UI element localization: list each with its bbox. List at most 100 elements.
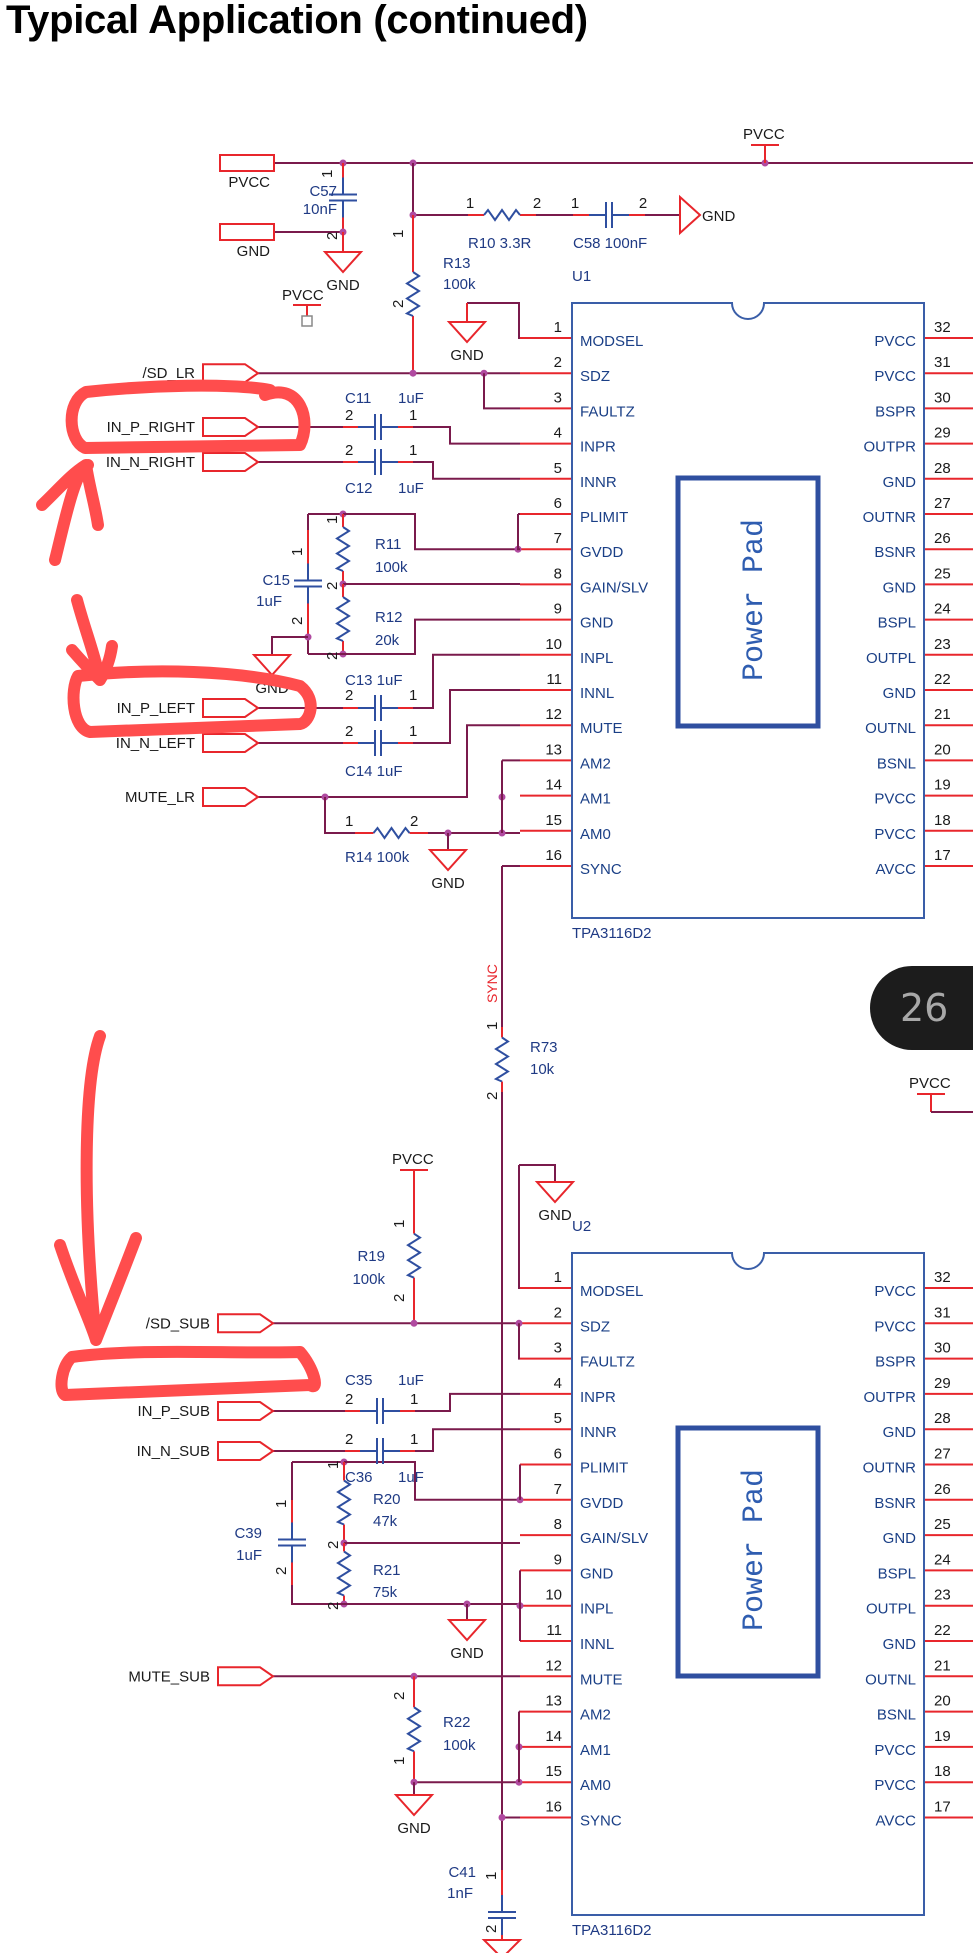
pin-number: 27 bbox=[934, 495, 951, 512]
pin-number: 6 bbox=[554, 1446, 562, 1463]
test-point-icon bbox=[301, 315, 313, 327]
net-port-label: /SD_SUB bbox=[146, 1315, 210, 1332]
pin-name-right: GND bbox=[883, 1424, 917, 1441]
r14-label: R14 100k bbox=[345, 849, 410, 866]
pin-name-left: SYNC bbox=[580, 1813, 622, 1830]
pin-number: 28 bbox=[934, 1410, 951, 1427]
pin-number: 22 bbox=[934, 1622, 951, 1639]
pin-number: 13 bbox=[545, 741, 562, 758]
pin-number: 29 bbox=[934, 425, 951, 442]
power-pad bbox=[675, 1425, 821, 1679]
pin-number: 4 bbox=[554, 425, 562, 442]
pin-number: 25 bbox=[934, 565, 951, 582]
pin-number: 3 bbox=[554, 1340, 562, 1357]
pin-name-left: AM2 bbox=[580, 755, 611, 772]
pin-number: 6 bbox=[554, 495, 562, 512]
pin-number: 18 bbox=[934, 812, 951, 829]
pvcc-label: PVCC bbox=[909, 1075, 951, 1092]
r19-resistor-icon bbox=[405, 1232, 422, 1279]
net-port-icon bbox=[217, 1666, 275, 1687]
pin-number: 3 bbox=[554, 389, 562, 406]
pin-name-left: INPR bbox=[580, 1389, 616, 1406]
pin-name-right: PVCC bbox=[874, 1318, 916, 1335]
pin-number: 2 bbox=[345, 442, 353, 459]
wire bbox=[344, 1461, 520, 1501]
c36-ref: C36 bbox=[345, 1469, 373, 1486]
c12-value: 1uF bbox=[398, 480, 424, 497]
pin-number: 18 bbox=[934, 1763, 951, 1780]
net-port-icon bbox=[202, 452, 260, 472]
c57-ref: C57 bbox=[309, 183, 337, 200]
r10-label: R10 3.3R bbox=[468, 235, 532, 252]
c15-value: 1uF bbox=[256, 593, 282, 610]
pin-number: 21 bbox=[934, 706, 951, 723]
gnd-label: GND bbox=[450, 1645, 484, 1662]
page-number-badge[interactable]: 26 bbox=[870, 966, 973, 1050]
pin-name-left: AM1 bbox=[580, 791, 611, 808]
pin-number: 1 bbox=[319, 170, 336, 178]
pin-number: 1 bbox=[409, 442, 417, 459]
pin-name-left: GND bbox=[580, 615, 614, 632]
net-port-icon bbox=[202, 698, 260, 718]
pin-number: 8 bbox=[554, 1516, 562, 1533]
r14-resistor-icon bbox=[372, 826, 411, 840]
pin-number: 8 bbox=[554, 565, 562, 582]
pin-name-right: PVCC bbox=[874, 333, 916, 350]
wire bbox=[518, 1165, 520, 1289]
pin-number: 12 bbox=[545, 706, 562, 723]
pin-name-left: MODSEL bbox=[580, 333, 643, 350]
pin-name-left: GAIN/SLV bbox=[580, 579, 648, 596]
pin-number: 2 bbox=[639, 195, 647, 212]
pin-number: 1 bbox=[571, 195, 579, 212]
pin-number: 2 bbox=[273, 1567, 290, 1575]
pin-name-left: FAULTZ bbox=[580, 403, 635, 420]
pin-name-left: AM0 bbox=[580, 826, 611, 843]
circle-annotation-in-p-left bbox=[67, 665, 317, 738]
power-pad-label: Power Pad bbox=[738, 519, 772, 681]
gnd-symbol-icon bbox=[393, 1794, 435, 1817]
pin-number: 1 bbox=[554, 1269, 562, 1286]
pin-name-right: BSPL bbox=[878, 1565, 916, 1582]
c58-label: C58 100nF bbox=[573, 235, 647, 252]
pin-number: 24 bbox=[934, 1551, 951, 1568]
pin-name-right: OUTNL bbox=[865, 1671, 916, 1688]
c41-value: 1nF bbox=[447, 1885, 473, 1902]
pin-number: 17 bbox=[934, 1799, 951, 1816]
wire bbox=[343, 513, 518, 551]
pin-number: 28 bbox=[934, 460, 951, 477]
pin-name-right: AVCC bbox=[875, 1813, 916, 1830]
pin-number: 32 bbox=[934, 1269, 951, 1286]
r73-value: 10k bbox=[530, 1061, 555, 1078]
pin-name-left: INNL bbox=[580, 1636, 614, 1653]
pin-name-right: GND bbox=[883, 685, 917, 702]
net-port-icon bbox=[202, 417, 260, 437]
pin-name-right: GND bbox=[883, 474, 917, 491]
net-port-label: /SD_LR bbox=[142, 365, 195, 382]
pin-number: 9 bbox=[554, 601, 562, 618]
net-port-label: IN_P_SUB bbox=[137, 1403, 210, 1420]
c13-label: C13 1uF bbox=[345, 672, 403, 689]
pin-name-right: PVCC bbox=[874, 1777, 916, 1794]
r73-resistor-icon bbox=[493, 1036, 510, 1083]
pin-name-right: OUTPR bbox=[864, 1389, 917, 1406]
pin-name-right: BSNL bbox=[877, 1707, 916, 1724]
gnd-symbol-icon bbox=[534, 1181, 576, 1204]
net-port-icon bbox=[202, 787, 260, 807]
pin-name-left: SYNC bbox=[580, 861, 622, 878]
wire bbox=[415, 1428, 520, 1452]
c57-value: 10nF bbox=[303, 201, 337, 218]
pin-name-right: OUTNR bbox=[863, 509, 916, 526]
r13-resistor-icon bbox=[404, 271, 421, 317]
pin-name-left: MODSEL bbox=[580, 1283, 643, 1300]
pin-name-right: BSNL bbox=[877, 755, 916, 772]
pin-number: 16 bbox=[545, 847, 562, 864]
pin-number: 2 bbox=[325, 1541, 342, 1549]
pin-number: 5 bbox=[554, 1410, 562, 1427]
net-port-icon bbox=[202, 363, 260, 384]
pin-number: 2 bbox=[484, 1092, 501, 1100]
pin-number: 1 bbox=[409, 687, 417, 704]
net-port-label: MUTE_SUB bbox=[128, 1668, 210, 1685]
pin-name-left: GND bbox=[580, 1565, 614, 1582]
chip-part-number: TPA3116D2 bbox=[572, 925, 652, 942]
pin-name-left: INNR bbox=[580, 1424, 617, 1441]
